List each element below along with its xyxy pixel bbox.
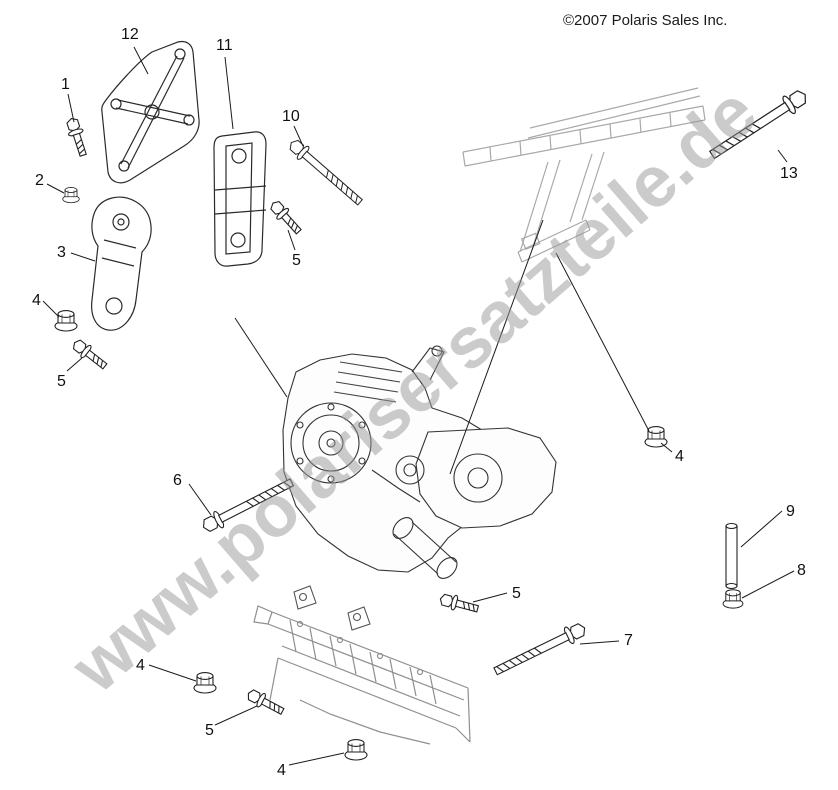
part-bolt-5-mid xyxy=(437,591,481,617)
callout-9: 9 xyxy=(786,503,795,520)
callout-4-bottom: 4 xyxy=(277,762,286,779)
copyright-text: ©2007 Polaris Sales Inc. xyxy=(563,12,728,29)
part-spacer-9 xyxy=(725,522,738,590)
part-bracket-12 xyxy=(101,40,200,184)
part-bracket-3 xyxy=(91,196,152,331)
callout-10: 10 xyxy=(282,108,300,125)
part-nut-4-left xyxy=(54,310,78,332)
part-bolt-5-bottom xyxy=(244,686,287,719)
callout-1: 1 xyxy=(61,76,70,93)
callout-4-right: 4 xyxy=(675,448,684,465)
leader-lines xyxy=(42,46,795,766)
part-nut-2 xyxy=(62,187,80,204)
part-bracket-11 xyxy=(213,131,267,267)
part-bolt-10 xyxy=(285,135,366,210)
callout-5-bottom: 5 xyxy=(205,722,214,739)
part-bolt-5-left xyxy=(69,336,111,373)
part-nut-8 xyxy=(722,589,744,609)
callout-4-bottom-left: 4 xyxy=(136,657,145,674)
frame-mount-tabs xyxy=(293,585,371,631)
part-nut-4-bottom xyxy=(344,739,368,761)
callout-11: 11 xyxy=(216,37,233,54)
callout-5-top: 5 xyxy=(292,252,301,269)
callout-4-left: 4 xyxy=(32,292,41,309)
callout-12: 12 xyxy=(121,26,139,43)
callout-13: 13 xyxy=(780,165,798,182)
frame-lower xyxy=(253,605,471,745)
part-nut-4-bottom-left xyxy=(193,672,217,694)
callout-8: 8 xyxy=(797,562,806,579)
engine-assembly xyxy=(282,345,557,579)
callout-6: 6 xyxy=(173,472,182,489)
frame-upper xyxy=(462,87,706,263)
part-bolt-5-top xyxy=(266,197,305,238)
callout-3: 3 xyxy=(57,244,66,261)
part-bolt-1 xyxy=(63,115,91,159)
callout-5-left: 5 xyxy=(57,373,66,390)
watermark-text: www.polarisersatzteile.de xyxy=(56,72,772,709)
part-bolt-7 xyxy=(491,619,590,680)
callout-7: 7 xyxy=(624,632,633,649)
callout-2: 2 xyxy=(35,172,44,189)
callout-5-mid: 5 xyxy=(512,585,521,602)
